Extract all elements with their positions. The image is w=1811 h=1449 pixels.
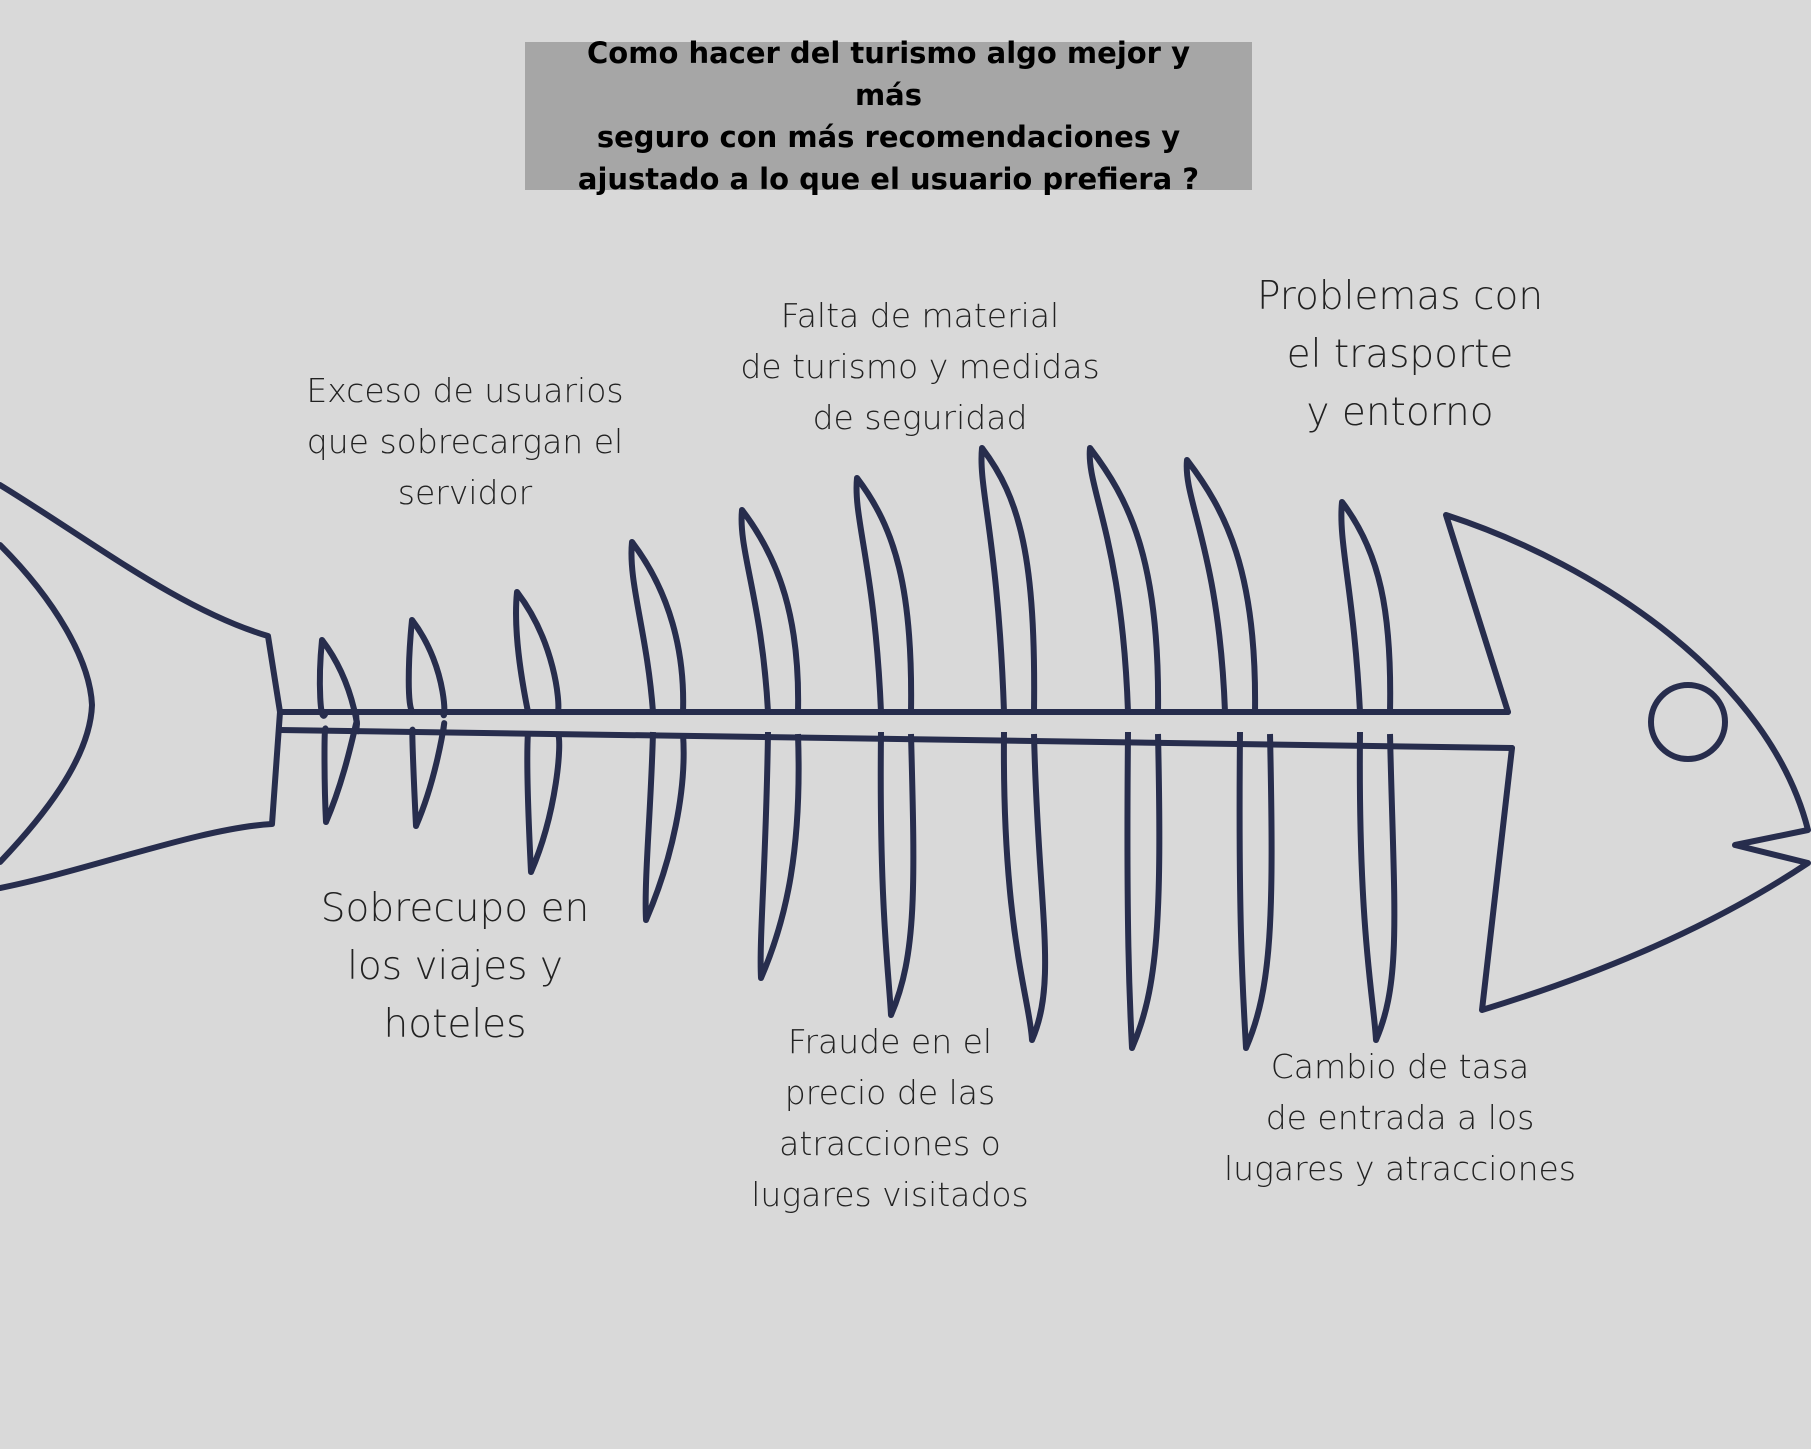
rib-upper xyxy=(1338,499,1394,713)
fish-tail xyxy=(0,482,283,891)
problem-statement: Como hacer del turismo algo mejor y más … xyxy=(577,36,1200,196)
rib-lower xyxy=(1000,731,1049,1043)
rib-upper xyxy=(978,445,1038,713)
fish-spine-bottom xyxy=(277,727,1515,751)
rib-lower xyxy=(321,718,360,825)
cause-fraud: Fraude en el precio de las atracciones o… xyxy=(751,1022,1029,1214)
cause-fee-change: Cambio de tasa de entrada a los lugares … xyxy=(1224,1047,1576,1188)
rib-lower xyxy=(409,720,448,829)
fish-ribs xyxy=(316,445,1398,1051)
fish-head xyxy=(1443,512,1811,1013)
rib-lower xyxy=(757,731,802,981)
rib-lower xyxy=(877,731,917,1018)
rib-upper xyxy=(1183,457,1259,713)
cause-users-overload: Exceso de usuarios que sobrecargan el se… xyxy=(306,371,624,512)
rib-upper xyxy=(513,589,562,713)
cause-materials: Falta de material de turismo y medidas d… xyxy=(740,296,1100,437)
rib-upper xyxy=(738,507,802,713)
rib-lower xyxy=(1124,731,1163,1051)
rib-lower xyxy=(524,731,563,875)
fish-eye xyxy=(1648,682,1728,762)
rib-upper xyxy=(1086,445,1162,713)
rib-lower xyxy=(1236,731,1275,1051)
cause-overbooking: Sobrecupo en los viajes y hoteles xyxy=(320,886,590,1047)
rib-lower xyxy=(642,731,687,923)
problem-statement-box: Como hacer del turismo algo mejor y más … xyxy=(525,36,1252,196)
rib-upper xyxy=(405,617,448,718)
fish-tail-inner xyxy=(0,542,95,865)
rib-upper xyxy=(853,475,915,713)
rib-upper xyxy=(628,539,687,713)
rib-lower xyxy=(1356,731,1398,1043)
cause-transport: Problemas con el trasporte y entorno xyxy=(1256,274,1544,435)
